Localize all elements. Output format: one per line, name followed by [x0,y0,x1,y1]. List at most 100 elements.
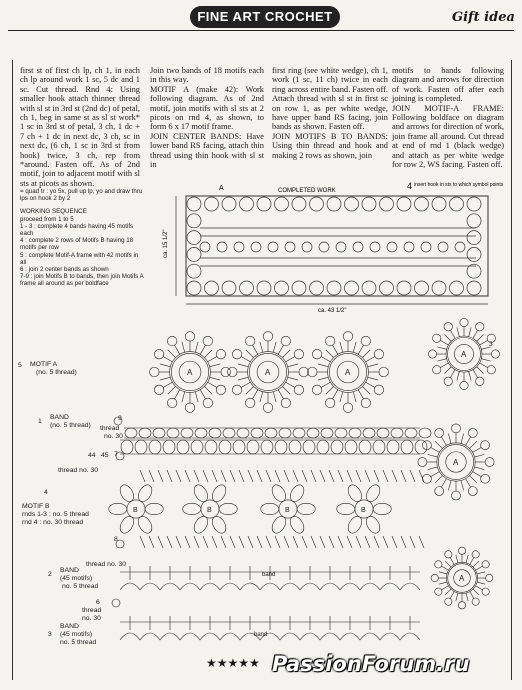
schematic-motif [466,230,482,245]
motif-a: A [427,317,500,390]
schematic-motif [233,241,245,253]
step-7-marker: 7 [114,451,118,458]
chain-stitch [256,535,263,549]
chain-stitch [364,535,371,549]
text-column-4: motifs to bands following diagram and ar… [392,66,504,170]
schematic-motif [274,196,289,212]
schematic-motif [414,196,429,212]
schematic-motif [449,196,464,212]
step-6-marker: 6 [96,599,100,606]
chain-stitch [247,535,254,549]
schematic-motif [239,196,254,212]
step-marker-ring [115,539,125,549]
band-3-count: (45 motifs) [60,631,93,638]
chain-stitch [310,469,317,483]
schematic-motif [256,280,272,296]
chain-stitch [382,469,389,483]
schematic-motif [199,241,211,253]
completed-work-label: COMPLETED WORK [278,188,336,194]
text-column-2: Join two bands of 18 motifs each in this… [150,66,264,170]
motif-a-letter: A [187,368,193,377]
chain-stitch [310,535,317,549]
schematic-motif [454,241,466,253]
schematic-corner-label: A [219,185,224,192]
schematic-motif [449,280,464,296]
watermark: PassionForum.ru [272,652,470,676]
chain-stitch [382,535,389,549]
step-8-thread: thread no. 30 [86,561,127,568]
motif-b-step: 4 [44,489,48,496]
chain-stitch [202,469,209,483]
schematic-motif [284,241,296,253]
step-6-thread: thread [82,607,102,614]
step-marker-ring [111,598,121,608]
chain-stitch [400,535,407,549]
schematic-motif [466,196,482,212]
schematic-motif [318,241,330,253]
motif-a: A [307,331,389,413]
magazine-logo: ★★★★★ [206,656,260,670]
motif-a-letter: A [459,574,465,583]
chain-stitch [346,469,353,483]
text-column-3: first ring (see white wedge), ch 1, work… [272,66,388,160]
schematic-motif [239,280,254,296]
band-3-label: BAND [60,623,79,630]
schematic-motif [186,196,202,212]
schematic-motif [267,241,279,253]
chain-stitch [274,469,281,483]
schematic-motif [335,241,347,253]
gift-idea-label: Gift idea [452,10,515,25]
motif-a-letter: A [345,368,351,377]
step-7-thread: thread no. 30 [58,467,99,474]
motif-a: A [430,546,494,610]
band-3-thread: no. 5 thread [60,639,97,646]
chain-stitch [418,535,425,549]
page-frame [12,60,512,680]
header-rule [8,8,514,31]
motif-a: A [149,331,231,413]
chain-stitch [157,469,164,483]
chain-stitch [148,535,155,549]
sequence-title: WORKING SEQUENCE [20,208,87,216]
schematic-motif [352,241,364,253]
schematic-motif [291,196,307,212]
chain-stitch [409,535,416,549]
schematic-motif [326,280,342,296]
schematic-motif [420,241,432,253]
chain-stitch [184,535,191,549]
motif-b-letter: B [285,507,290,514]
corner-step-label: 3 [489,341,493,348]
page-title: FINE ART CROCHET [190,6,340,28]
chain-stitch [220,469,227,483]
motif-a-letter: A [453,458,459,467]
chain-stitch [328,469,335,483]
chain-stitch [337,469,344,483]
motif-b-label: MOTIF B [22,503,50,510]
schematic-motif [186,230,202,245]
schematic-motif [291,280,307,296]
motif-b: B [108,484,164,534]
band-1-step: 1 [38,418,42,425]
chain-stitch [319,535,326,549]
schematic-motif [466,280,482,296]
motif-a: A [227,331,309,413]
chain-stitch [256,469,263,483]
motif-b-rounds-1: rnds 1-3 : no. 5 thread [22,511,89,518]
schematic-motif [466,247,482,262]
chain-stitch [247,469,254,483]
schematic-motif [369,241,381,253]
schematic-motif [396,280,412,296]
schematic-motif [250,241,262,253]
schematic-motif [361,280,377,296]
band-2-count: (45 motifs) [60,575,93,582]
chain-stitch [409,469,416,483]
motif-b-letter: B [361,507,366,514]
band-2-thread: no. 5 thread [62,583,99,590]
band-1-thread: (no. 5 thread) [50,422,91,429]
motif-b: B [260,484,316,534]
band-1-label: BAND [50,414,69,421]
schematic-motif [431,280,447,296]
schematic-motif [274,280,289,296]
motif-b-round-4: rnd 4 : no. 30 thread [22,519,84,526]
